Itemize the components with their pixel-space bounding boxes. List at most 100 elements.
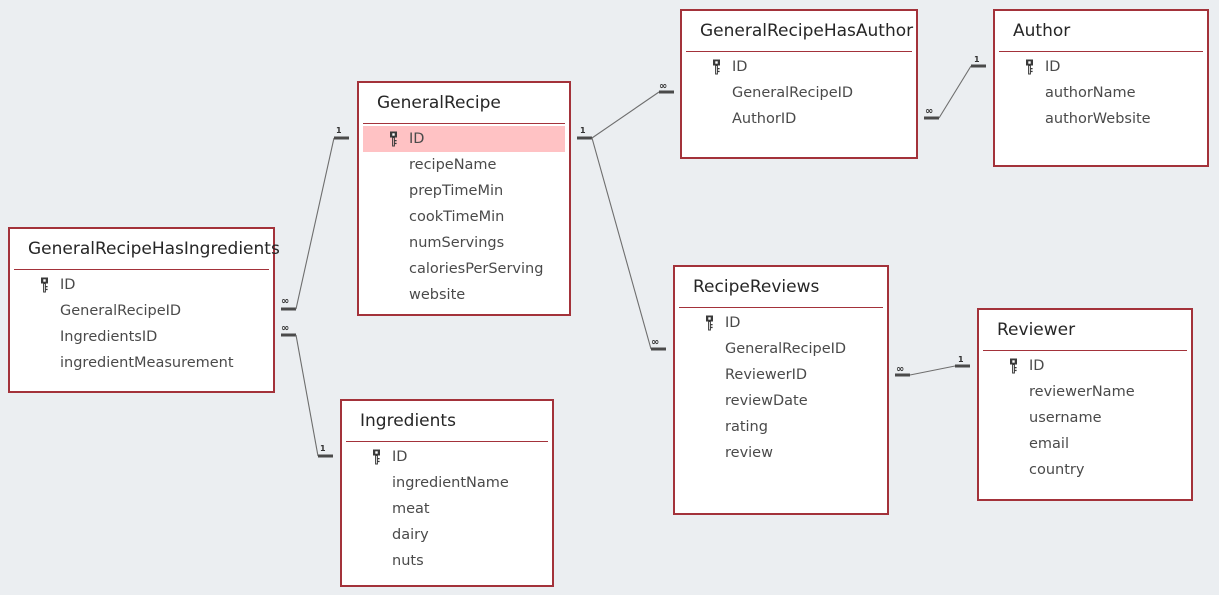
rel-general-recipe-to-recipe-reviews: ∞ — [591, 137, 666, 351]
field-row[interactable]: ID — [686, 54, 912, 80]
field-row[interactable]: ID — [679, 310, 883, 336]
field-name: numServings — [409, 235, 505, 251]
table-reviewer[interactable]: Reviewer ID reviewerName username email … — [977, 308, 1193, 501]
primary-key-icon — [372, 449, 382, 465]
field-list: ID ingredientName meat dairy nuts — [342, 442, 552, 574]
field-row[interactable]: dairy — [346, 522, 548, 548]
rel-recipe-reviews-to-reviewer: ∞ 1 — [895, 355, 970, 377]
field-row[interactable]: ID — [983, 353, 1187, 379]
field-name: recipeName — [409, 157, 497, 173]
field-row[interactable]: IngredientsID — [14, 324, 269, 350]
table-title[interactable]: RecipeReviews — [693, 277, 820, 297]
rel-ingredients-link-to-ingredients: ∞ 1 — [281, 323, 333, 458]
primary-key-icon — [1009, 358, 1019, 374]
field-name: IngredientsID — [60, 329, 158, 345]
field-row[interactable]: authorWebsite — [999, 106, 1203, 132]
field-row[interactable]: country — [983, 457, 1187, 483]
field-row[interactable]: nuts — [346, 548, 548, 574]
field-row[interactable]: ReviewerID — [679, 362, 883, 388]
rel-label-one: 1 — [320, 444, 326, 453]
field-row[interactable]: website — [363, 282, 565, 308]
table-title[interactable]: Ingredients — [360, 411, 456, 431]
field-name: ID — [725, 315, 741, 331]
field-name: reviewerName — [1029, 384, 1135, 400]
table-divider — [14, 269, 269, 270]
field-name: ID — [732, 59, 748, 75]
field-name: country — [1029, 462, 1085, 478]
rel-label-one: 1 — [974, 55, 980, 64]
table-divider — [999, 51, 1203, 52]
table-title[interactable]: GeneralRecipe — [377, 93, 501, 113]
field-name: dairy — [392, 527, 429, 543]
field-row[interactable]: AuthorID — [686, 106, 912, 132]
rel-label-many: ∞ — [896, 364, 904, 375]
rel-label-many: ∞ — [651, 337, 659, 348]
field-row[interactable]: rating — [679, 414, 883, 440]
rel-label-one: 1 — [336, 126, 342, 135]
field-name: ingredientMeasurement — [60, 355, 234, 371]
field-name: cookTimeMin — [409, 209, 505, 225]
table-divider — [346, 441, 548, 442]
field-row[interactable]: caloriesPerServing — [363, 256, 565, 282]
field-row[interactable]: review — [679, 440, 883, 466]
field-row[interactable]: reviewDate — [679, 388, 883, 414]
field-row[interactable]: authorName — [999, 80, 1203, 106]
table-general-recipe-has-ingredients[interactable]: GeneralRecipeHasIngredients ID GeneralRe… — [8, 227, 280, 393]
table-divider — [679, 307, 883, 308]
field-row[interactable]: ID — [999, 54, 1203, 80]
field-name: GeneralRecipeID — [732, 85, 854, 101]
table-title[interactable]: GeneralRecipeHasAuthor — [700, 21, 914, 41]
field-name: ReviewerID — [725, 367, 808, 383]
field-row[interactable]: GeneralRecipeID — [679, 336, 883, 362]
table-general-recipe[interactable]: GeneralRecipe ID recipeName prepTimeMin … — [357, 81, 571, 316]
field-name: ID — [60, 277, 76, 293]
field-row[interactable]: reviewerName — [983, 379, 1187, 405]
field-row[interactable]: username — [983, 405, 1187, 431]
rel-ingredients-link-to-general-recipe: 1 ∞ — [281, 126, 349, 311]
field-list: ID authorName authorWebsite — [995, 52, 1207, 132]
table-title[interactable]: Author — [1013, 21, 1071, 41]
table-title[interactable]: GeneralRecipeHasIngredients — [28, 239, 280, 259]
field-list: ID GeneralRecipeID AuthorID — [682, 52, 916, 132]
field-name: meat — [392, 501, 430, 517]
table-divider — [983, 350, 1187, 351]
field-name: ID — [1045, 59, 1061, 75]
field-name: ID — [409, 131, 425, 147]
table-general-recipe-has-author[interactable]: GeneralRecipeHasAuthor ID GeneralRecipeI… — [680, 9, 918, 159]
field-row-selected[interactable]: ID — [363, 126, 565, 152]
field-row[interactable]: numServings — [363, 230, 565, 256]
field-row[interactable]: ingredientName — [346, 470, 548, 496]
field-row[interactable]: ID — [346, 444, 548, 470]
table-recipe-reviews[interactable]: RecipeReviews ID GeneralRecipeID Reviewe… — [673, 265, 889, 515]
rel-has-author-to-author: ∞ 1 — [924, 55, 986, 120]
primary-key-icon — [712, 59, 722, 75]
field-list: ID GeneralRecipeID ReviewerID reviewDate… — [675, 308, 887, 466]
field-name: ID — [392, 449, 408, 465]
field-row[interactable]: ID — [14, 272, 269, 298]
field-name: nuts — [392, 553, 424, 569]
table-divider — [686, 51, 912, 52]
field-row[interactable]: recipeName — [363, 152, 565, 178]
rel-label-many: ∞ — [281, 323, 289, 334]
table-ingredients[interactable]: Ingredients ID ingredientName meat dairy… — [340, 399, 554, 587]
field-row[interactable]: GeneralRecipeID — [686, 80, 912, 106]
field-name: GeneralRecipeID — [60, 303, 182, 319]
field-row[interactable]: meat — [346, 496, 548, 522]
primary-key-icon — [389, 131, 399, 147]
table-author[interactable]: Author ID authorName authorWebsite — [993, 9, 1209, 167]
field-row[interactable]: cookTimeMin — [363, 204, 565, 230]
field-row[interactable]: ingredientMeasurement — [14, 350, 269, 376]
primary-key-icon — [705, 315, 715, 331]
primary-key-icon — [40, 277, 50, 293]
field-name: website — [409, 287, 466, 303]
field-name: rating — [725, 419, 768, 435]
rel-general-recipe-to-has-author: 1 ∞ — [577, 81, 674, 140]
field-row[interactable]: email — [983, 431, 1187, 457]
field-row[interactable]: prepTimeMin — [363, 178, 565, 204]
table-title[interactable]: Reviewer — [997, 320, 1076, 340]
field-row[interactable]: GeneralRecipeID — [14, 298, 269, 324]
field-name: ingredientName — [392, 475, 509, 491]
rel-label-one: 1 — [958, 355, 964, 364]
field-name: authorWebsite — [1045, 111, 1151, 127]
rel-label-many: ∞ — [659, 81, 667, 92]
